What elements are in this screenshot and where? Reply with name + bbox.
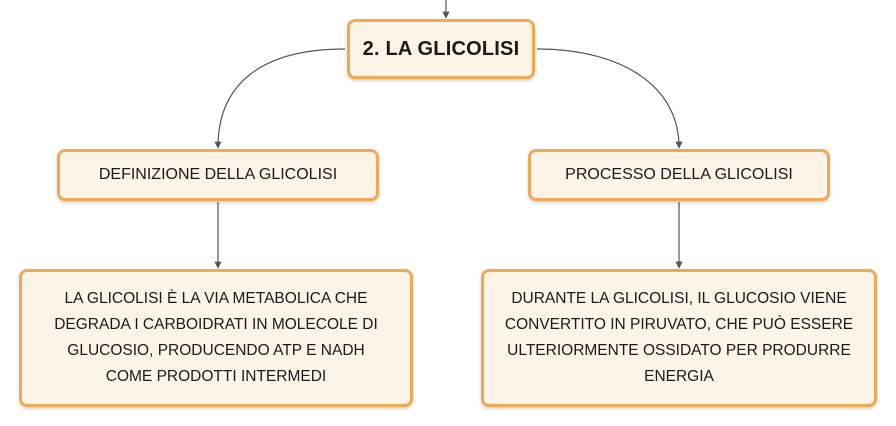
detail-line: COME PRODOTTI INTERMEDI <box>105 368 327 385</box>
detail-node-definizione[interactable]: LA GLICOLISI È LA VIA METABOLICA CHE DEG… <box>19 269 413 407</box>
detail-line: CONVERTITO IN PIRUVATO, CHE PUÒ ESSERE <box>504 316 854 333</box>
detail-line: DURANTE LA GLICOLISI, IL GLUCOSIO VIENE <box>511 290 847 307</box>
root-topic-title: 2. LA GLICOLISI <box>362 37 520 60</box>
branch-node-definizione[interactable]: DEFINIZIONE DELLA GLICOLISI <box>57 149 379 201</box>
detail-line: ENERGIA <box>644 368 714 385</box>
detail-line: ULTERIORMENTE OSSIDATO PER PRODURRE <box>507 342 851 359</box>
connector-root-to-processo <box>536 48 683 149</box>
branch-title-processo: PROCESSO DELLA GLICOLISI <box>565 166 793 183</box>
detail-line: DEGRADA I CARBOIDRATI IN MOLECOLE DI <box>54 316 378 333</box>
branch-node-processo[interactable]: PROCESSO DELLA GLICOLISI <box>528 149 830 201</box>
detail-text-definizione: LA GLICOLISI È LA VIA METABOLICA CHE DEG… <box>54 286 378 390</box>
detail-line: GLUCOSIO, PRODUCENDO ATP E NADH <box>67 342 365 359</box>
connector-root-to-definizione <box>214 48 346 149</box>
detail-text-processo: DURANTE LA GLICOLISI, IL GLUCOSIO VIENE … <box>505 286 853 390</box>
detail-node-processo[interactable]: DURANTE LA GLICOLISI, IL GLUCOSIO VIENE … <box>481 269 877 407</box>
branch-title-definizione: DEFINIZIONE DELLA GLICOLISI <box>98 166 338 183</box>
detail-line: LA GLICOLISI È LA VIA METABOLICA CHE <box>64 290 368 307</box>
root-topic-node[interactable]: 2. LA GLICOLISI <box>347 19 535 79</box>
